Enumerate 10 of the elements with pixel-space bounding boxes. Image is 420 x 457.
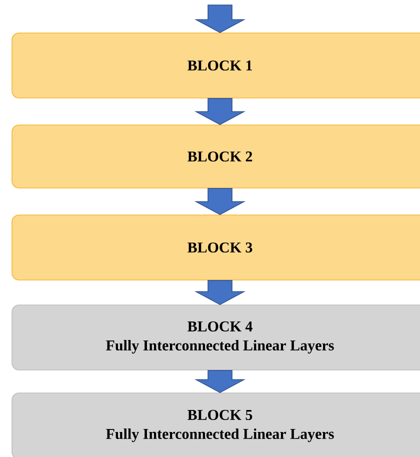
block-box: BLOCK 2 [12, 124, 420, 188]
block-arrow [194, 4, 246, 34]
block-arrow [194, 98, 246, 126]
block-box: BLOCK 3 [12, 214, 420, 280]
block-box: BLOCK 5 Fully Interconnected Linear Layers [12, 392, 420, 457]
block-arrow [194, 280, 246, 306]
block-box: BLOCK 4 Fully Interconnected Linear Layers [12, 304, 420, 370]
block-arrow [194, 370, 246, 394]
block-box: BLOCK 1 [12, 32, 420, 98]
block-arrow [194, 188, 246, 216]
